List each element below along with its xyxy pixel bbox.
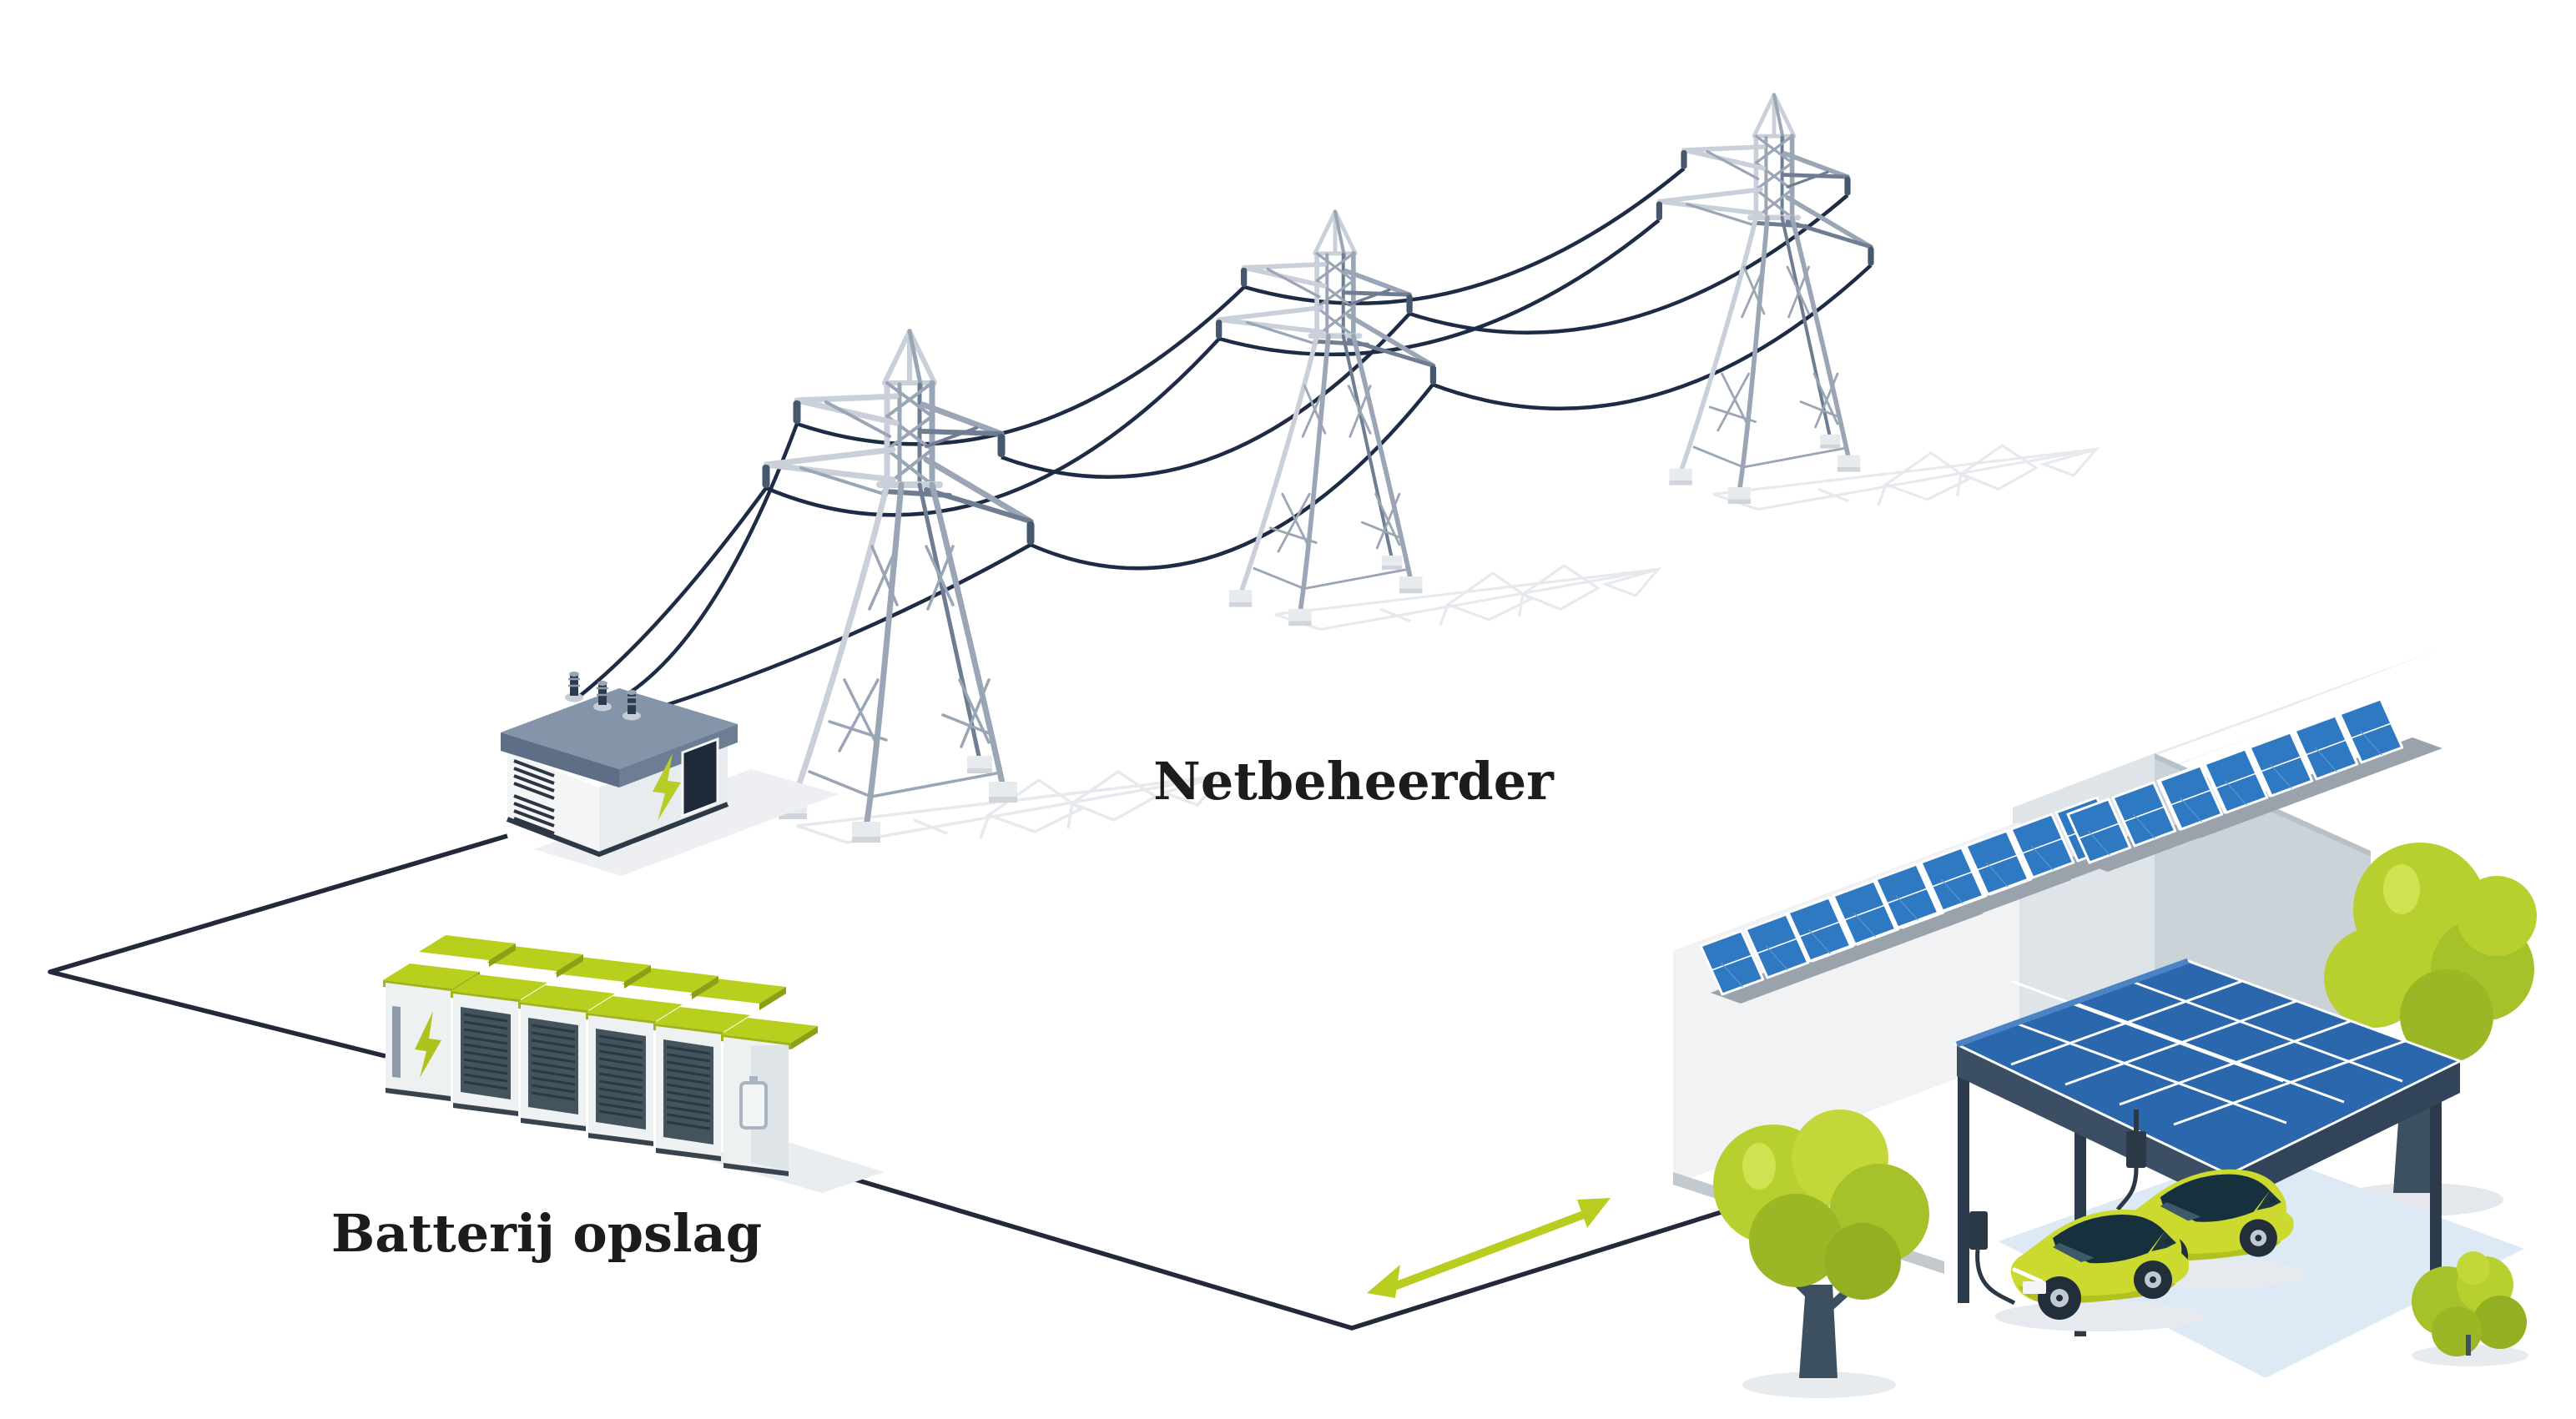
tower-shadow bbox=[1273, 564, 1660, 632]
transformer-icon bbox=[501, 672, 839, 876]
door-icon bbox=[681, 737, 719, 818]
wire bbox=[574, 486, 768, 701]
battery-icon bbox=[739, 1076, 768, 1130]
battery-storage-icon bbox=[383, 935, 885, 1193]
wire bbox=[1001, 312, 1411, 479]
wire bbox=[1432, 264, 1873, 410]
lightning-bolt-icon bbox=[653, 753, 681, 821]
wire bbox=[1243, 167, 1686, 305]
bushing-icon bbox=[565, 672, 641, 721]
power-wires bbox=[574, 167, 1873, 718]
wire bbox=[1030, 383, 1434, 571]
connection-lines bbox=[48, 833, 1725, 1331]
tree-icon bbox=[1713, 1110, 1929, 1398]
line-battery-to-building bbox=[754, 1147, 1725, 1331]
battery-cabinet bbox=[586, 996, 683, 1146]
bush-icon bbox=[2412, 1251, 2528, 1366]
vent-grille-icon bbox=[513, 759, 555, 835]
transmission-tower-icon bbox=[763, 331, 1035, 843]
tower-shadow bbox=[1711, 444, 2098, 511]
battery-cabinet bbox=[518, 985, 615, 1131]
grid-operator-label: Netbeheerder bbox=[1153, 751, 1555, 812]
line-transformer-to-battery bbox=[48, 833, 508, 1059]
wire bbox=[796, 285, 1246, 446]
ev-charger-icon bbox=[1969, 1211, 2016, 1306]
battery-cabinet bbox=[451, 974, 547, 1116]
lightning-bolt-icon bbox=[415, 1011, 441, 1078]
battery-cabinet bbox=[721, 1018, 818, 1176]
battery-cabinet bbox=[653, 1007, 750, 1161]
wire bbox=[1409, 194, 1849, 335]
wire bbox=[632, 543, 1032, 718]
ev-charger-icon bbox=[2115, 1110, 2146, 1211]
solar-panel-array bbox=[1699, 697, 2442, 1004]
battery-storage-label: Batterij opslag bbox=[331, 1203, 762, 1264]
exchange-arrow-icon bbox=[1367, 1198, 1611, 1298]
wire bbox=[1218, 219, 1661, 357]
